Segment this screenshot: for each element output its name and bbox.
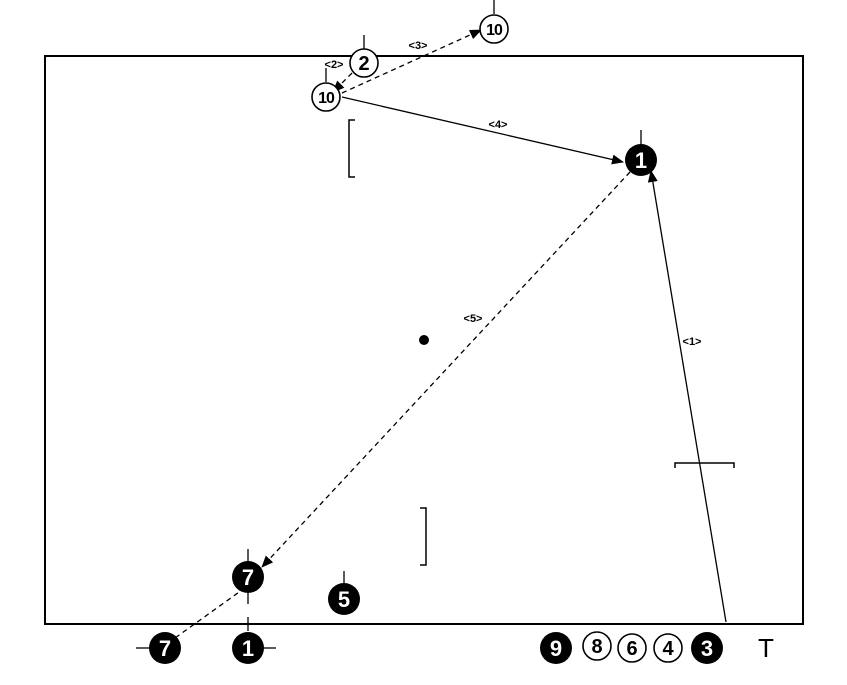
svg-text:10: 10: [318, 90, 335, 107]
marker-4: 4: [653, 633, 683, 663]
marker-10-mid: 10: [311, 82, 341, 112]
connector-label-2: <2>: [325, 59, 344, 71]
connector-label-5: <5>: [464, 313, 483, 325]
connector-label-1: <1>: [683, 336, 702, 348]
connector-label-3: <3>: [409, 40, 428, 52]
svg-text:1: 1: [242, 636, 254, 661]
marker-5: 5: [328, 583, 360, 615]
connector-6: [167, 589, 243, 644]
svg-text:9: 9: [550, 636, 562, 661]
tag-t: T: [758, 633, 774, 663]
connector-4: [341, 96, 624, 165]
connector-1: [647, 170, 727, 623]
svg-text:10: 10: [486, 22, 503, 39]
marker-6: 6: [617, 633, 647, 663]
marker-7-outer: 7: [149, 632, 181, 664]
marker-1-bottom: 1: [232, 632, 264, 664]
marker-9: 9: [540, 632, 572, 664]
center-dot: [419, 335, 429, 345]
svg-text:8: 8: [591, 636, 602, 658]
svg-text:1: 1: [635, 148, 647, 173]
svg-text:5: 5: [338, 587, 350, 612]
marker-8: 8: [582, 631, 612, 661]
svg-text:7: 7: [159, 636, 171, 661]
marker-10-top: 10: [479, 14, 509, 44]
bracket-right: [420, 507, 427, 566]
marker-3: 3: [691, 632, 723, 664]
svg-text:6: 6: [626, 638, 637, 660]
connector-3: [341, 29, 482, 94]
svg-text:2: 2: [358, 53, 369, 75]
field-border: [44, 55, 804, 625]
svg-text:4: 4: [662, 638, 674, 660]
marker-7-inner: 7: [232, 561, 264, 593]
connector-5: [261, 171, 631, 568]
marker-1-right: 1: [625, 144, 657, 176]
bracket-top: [674, 462, 735, 468]
connector-label-4: <4>: [489, 119, 508, 131]
marker-2: 2: [349, 48, 379, 78]
svg-text:7: 7: [242, 565, 254, 590]
svg-text:3: 3: [701, 636, 713, 661]
bracket-left: [348, 119, 355, 178]
